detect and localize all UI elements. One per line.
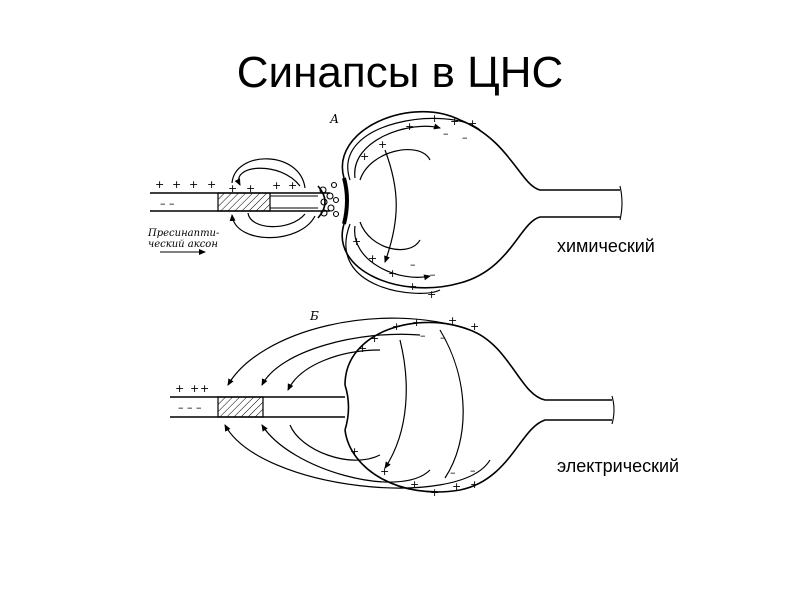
svg-text:–: – xyxy=(410,258,416,271)
presynaptic-axon-b xyxy=(170,384,350,431)
svg-text:+: + xyxy=(430,112,439,125)
svg-text:+: + xyxy=(246,182,255,195)
svg-text:+: + xyxy=(288,179,297,192)
svg-text:+: + xyxy=(412,316,421,329)
svg-text:+: + xyxy=(468,117,477,130)
svg-text:+: + xyxy=(228,182,237,195)
svg-text:+: + xyxy=(392,320,401,333)
svg-text:+: + xyxy=(378,138,387,151)
axon-label-line2: ческий аксон xyxy=(148,239,218,250)
charges-a: + + + + + + + + – – + + + + + + – – + + … xyxy=(155,112,477,301)
svg-text:+: + xyxy=(172,178,181,191)
svg-text:+: + xyxy=(155,178,164,191)
charges-b: + + + – – – + + + + + + – – + + + + + + … xyxy=(175,314,479,499)
svg-text:–: – xyxy=(443,127,449,140)
svg-text:+: + xyxy=(430,486,439,499)
svg-text:+: + xyxy=(470,320,479,333)
svg-text:–: – xyxy=(440,331,446,344)
postsynaptic-membrane-a xyxy=(342,177,349,225)
svg-text:–: – xyxy=(430,268,436,281)
svg-text:–: – xyxy=(420,329,426,342)
svg-text:+: + xyxy=(427,288,436,301)
panel-b-electrical: Б + + + – – – + + xyxy=(170,309,615,499)
svg-text:+: + xyxy=(370,332,379,345)
svg-text:+: + xyxy=(470,478,479,491)
svg-text:–: – xyxy=(462,131,468,144)
panel-b-letter: Б xyxy=(309,309,319,323)
svg-text:+: + xyxy=(350,445,359,458)
caption-chemical: химический xyxy=(557,236,655,256)
svg-text:+: + xyxy=(405,120,414,133)
svg-text:+: + xyxy=(380,465,389,478)
svg-text:–: – xyxy=(470,464,476,477)
svg-text:+: + xyxy=(368,252,377,265)
svg-text:+: + xyxy=(360,150,369,163)
slide-title: Синапсы в ЦНС xyxy=(236,48,564,97)
synaptic-vesicles xyxy=(319,181,340,218)
field-lines-a xyxy=(229,117,481,294)
svg-text:+: + xyxy=(358,342,367,355)
postsynaptic-neuron-a xyxy=(341,110,620,289)
svg-text:+: + xyxy=(272,179,281,192)
svg-text:+: + xyxy=(207,178,216,191)
svg-text:–: – xyxy=(450,466,456,479)
svg-text:+: + xyxy=(448,314,457,327)
svg-text:+: + xyxy=(388,267,397,280)
svg-text:+: + xyxy=(190,382,199,395)
axon-label-line1: Пресинапти- xyxy=(147,228,220,239)
caption-electrical: электрический xyxy=(557,456,680,476)
svg-text:+: + xyxy=(189,178,198,191)
svg-text:+: + xyxy=(410,478,419,491)
svg-text:+: + xyxy=(408,280,417,293)
svg-text:– –: – – xyxy=(160,197,175,210)
svg-text:+: + xyxy=(452,480,461,493)
svg-text:+: + xyxy=(352,235,361,248)
svg-text:+: + xyxy=(175,382,184,395)
svg-text:+: + xyxy=(450,115,459,128)
field-lines-b xyxy=(224,317,491,489)
svg-text:– – –: – – – xyxy=(178,401,202,414)
svg-text:+: + xyxy=(200,382,209,395)
panel-a-letter: А xyxy=(329,112,339,126)
panel-a-chemical: А xyxy=(147,110,623,301)
